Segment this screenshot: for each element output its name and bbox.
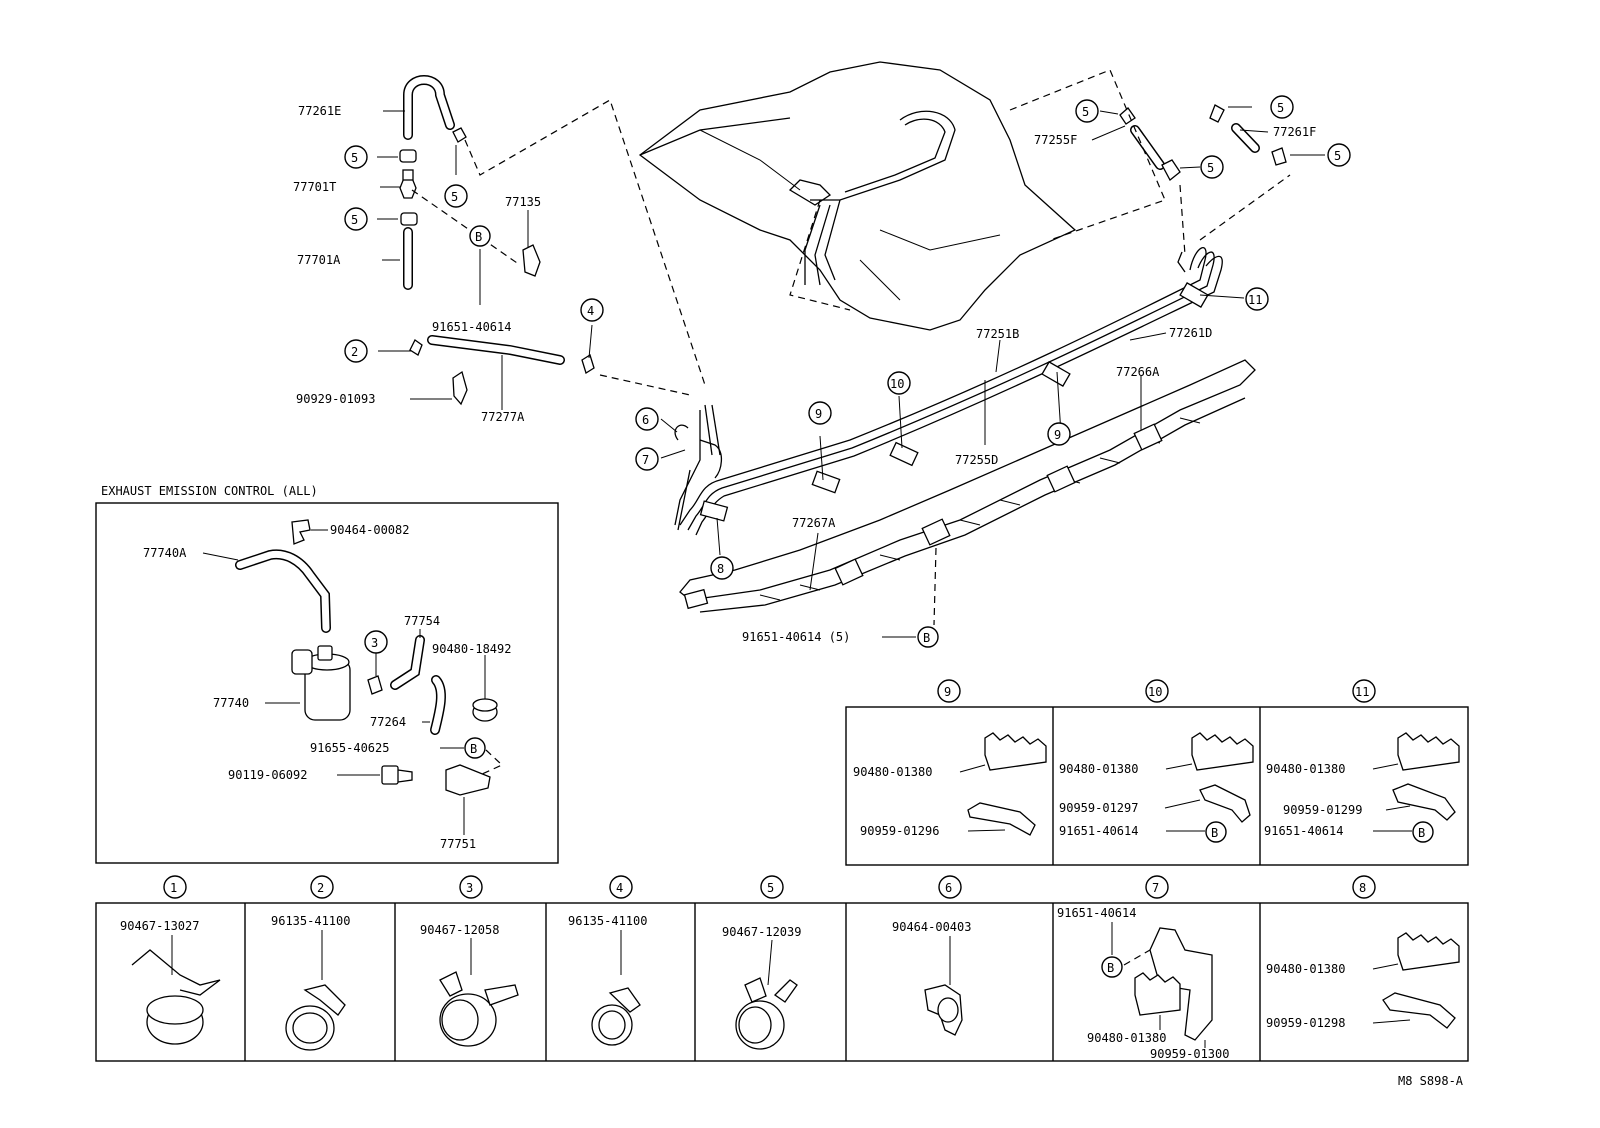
- kit-8-label-a: 90480-01380: [1266, 962, 1345, 976]
- section-title: EXHAUST EMISSION CONTROL (ALL): [101, 484, 318, 498]
- clamp-kits-lower: 1 2 3 4 5 6 7 8 90467-13027 96135-41100 …: [95, 875, 1469, 1062]
- kit-9-number: 9: [944, 685, 951, 699]
- kit-10-number: 10: [1148, 685, 1162, 699]
- label-77261D: 77261D: [1169, 326, 1212, 340]
- callout-B: B: [1211, 826, 1218, 840]
- kit-3-label: 90467-12058: [420, 923, 499, 937]
- callout-B: B: [470, 742, 477, 756]
- vent-hose-assembly: [399, 75, 706, 406]
- callout-3: 3: [371, 636, 378, 650]
- kit-7-label-b: 90480-01380: [1087, 1031, 1166, 1045]
- callout-5: 5: [1082, 105, 1089, 119]
- fuel-line-protectors: [679, 359, 1256, 626]
- kit-5-number: 5: [767, 881, 774, 895]
- kit-6-number: 6: [945, 881, 952, 895]
- callout-8: 8: [717, 562, 724, 576]
- kit-4-label: 96135-41100: [568, 914, 647, 928]
- leader-lines: [377, 106, 1325, 638]
- label-90464-00082: 90464-00082: [330, 523, 409, 537]
- label-77261E: 77261E: [298, 104, 341, 118]
- kit-2-number: 2: [317, 881, 324, 895]
- label-90480-18492: 90480-18492: [432, 642, 511, 656]
- kit-8-label-b: 90959-01298: [1266, 1016, 1345, 1030]
- label-77261F: 77261F: [1273, 125, 1316, 139]
- exhaust-emission-control-panel: EXHAUST EMISSION CONTROL (ALL) 90464-000…: [95, 484, 559, 864]
- kit-7-label-c: 90959-01300: [1150, 1047, 1229, 1061]
- kit-11-label-c: 91651-40614: [1264, 824, 1343, 838]
- kit-9-label-a: 90480-01380: [853, 765, 932, 779]
- label-77277A: 77277A: [481, 410, 525, 424]
- kit-1-label: 90467-13027: [120, 919, 199, 933]
- label-77740: 77740: [213, 696, 249, 710]
- callout-6: 6: [642, 413, 649, 427]
- callout-B: B: [475, 230, 482, 244]
- label-77255F: 77255F: [1034, 133, 1077, 147]
- kit-11-label-b: 90959-01299: [1283, 803, 1362, 817]
- kit-7-label-a: 91651-40614: [1057, 906, 1136, 920]
- callout-9: 9: [815, 407, 822, 421]
- kit-3-number: 3: [466, 881, 473, 895]
- label-77701T: 77701T: [293, 180, 336, 194]
- callout-5: 5: [1277, 101, 1284, 115]
- label-77264: 77264: [370, 715, 406, 729]
- callout-B: B: [923, 631, 930, 645]
- callout-5: 5: [1334, 149, 1341, 163]
- callout-5: 5: [351, 151, 358, 165]
- kit-10-label-c: 91651-40614: [1059, 824, 1138, 838]
- kit-8-number: 8: [1359, 881, 1366, 895]
- kit-4-number: 4: [616, 881, 623, 895]
- label-77751: 77751: [440, 837, 476, 851]
- label-77701A: 77701A: [297, 253, 341, 267]
- callout-5: 5: [451, 190, 458, 204]
- callout-10: 10: [890, 377, 904, 391]
- callout-B: B: [1418, 826, 1425, 840]
- clamp-kits-upper: 9 10 11 90480-01380 90959-01296 90480-01…: [845, 679, 1469, 866]
- label-91655-40625: 91655-40625: [310, 741, 389, 755]
- kit-7-number: 7: [1152, 881, 1159, 895]
- label-77740A: 77740A: [143, 546, 187, 560]
- right-vent-hoses: [1009, 69, 1291, 256]
- callout-2: 2: [351, 345, 358, 359]
- label-77251B: 77251B: [976, 327, 1019, 341]
- label-91651-40614-top: 91651-40614: [432, 320, 511, 334]
- label-77267A: 77267A: [792, 516, 836, 530]
- figure-code: M8 S898-A: [1398, 1074, 1464, 1088]
- label-77135: 77135: [505, 195, 541, 209]
- label-90929-01093: 90929-01093: [296, 392, 375, 406]
- callout-7: 7: [642, 453, 649, 467]
- part-number-labels: 77261E 77701T 77701A 77135 91651-40614 9…: [293, 104, 1316, 644]
- label-90119-06092: 90119-06092: [228, 768, 307, 782]
- callout-11: 11: [1248, 293, 1262, 307]
- label-77754: 77754: [404, 614, 440, 628]
- label-77266A: 77266A: [1116, 365, 1160, 379]
- kit-2-label: 96135-41100: [271, 914, 350, 928]
- fuel-lines: [674, 247, 1223, 536]
- kit-6-label: 90464-00403: [892, 920, 971, 934]
- callout-9: 9: [1054, 428, 1061, 442]
- kit-10-label-a: 90480-01380: [1059, 762, 1138, 776]
- kit-5-label: 90467-12039: [722, 925, 801, 939]
- callout-4: 4: [587, 304, 594, 318]
- kit-10-label-b: 90959-01297: [1059, 801, 1138, 815]
- kit-11-label-a: 90480-01380: [1266, 762, 1345, 776]
- label-91651-40614-5: 91651-40614 (5): [742, 630, 850, 644]
- fuel-tank: [638, 61, 1077, 331]
- callout-B: B: [1107, 961, 1114, 975]
- kit-9-label-b: 90959-01296: [860, 824, 939, 838]
- callout-5: 5: [1207, 161, 1214, 175]
- label-77255D: 77255D: [955, 453, 998, 467]
- kit-1-number: 1: [170, 881, 177, 895]
- kit-11-number: 11: [1355, 685, 1369, 699]
- callouts: 5 5 5 B 2 4 6 7 8 9 10 9 11 B 5 5 5 5: [344, 95, 1351, 648]
- callout-5: 5: [351, 213, 358, 227]
